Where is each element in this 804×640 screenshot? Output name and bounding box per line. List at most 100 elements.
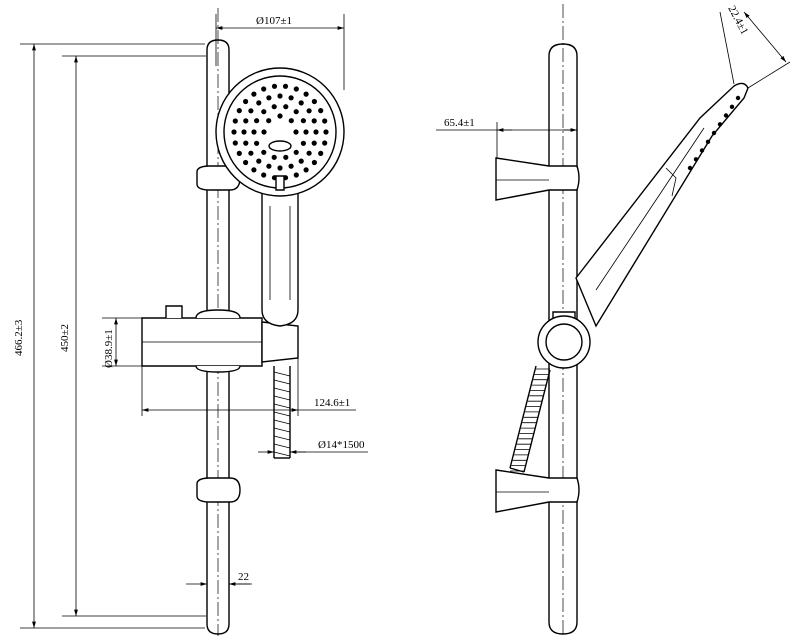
rail-diameter-label: 22 (238, 571, 249, 583)
nozzle-dot (277, 165, 283, 171)
nozzle-dot (254, 118, 260, 124)
nozzle-dot (256, 158, 262, 164)
nozzle-dot (271, 104, 277, 110)
side-upper-bracket (495, 157, 580, 201)
slider-collar-top (195, 309, 241, 319)
dim-total-height: 466.2±3 (13, 43, 205, 629)
spray-mode-button (275, 175, 285, 191)
side-slider-ring-inner (545, 323, 583, 361)
nozzle-dot (323, 129, 329, 135)
head-diameter-label: Ø107±1 (256, 15, 292, 27)
nozzle-dot (288, 95, 294, 101)
nozzle-dot (271, 83, 278, 89)
shower-head-outer (215, 67, 345, 197)
nozzle-dot (266, 163, 272, 169)
nozzle-dot (322, 118, 328, 124)
nozzle-dot (261, 172, 267, 178)
nozzle-dot (266, 118, 272, 124)
lower-wall-bracket (196, 477, 241, 503)
slider-release-button (165, 305, 183, 318)
dim-hose-spec: Ø14*1500 (258, 439, 368, 454)
nozzle-dot (243, 98, 249, 105)
nozzle-dot (313, 129, 319, 135)
nozzle-dot (303, 91, 309, 97)
nozzle-dot (271, 154, 277, 160)
dim-rail-diameter: 22 (186, 571, 252, 586)
nozzle-dot (282, 83, 289, 89)
nozzle-dot (261, 86, 267, 92)
head-thickness-label: 22.4±1 (725, 4, 750, 37)
side-shower-hose (509, 365, 551, 473)
holder-length-label: 124.6±1 (314, 397, 350, 409)
nozzle-dot (300, 140, 306, 146)
nozzle-dot (306, 150, 312, 156)
nozzle-dot (311, 159, 317, 166)
side-view: 65.4±1 22.4±1 (436, 4, 791, 636)
side-nozzle-dot (693, 157, 699, 162)
nozzle-dot (248, 150, 254, 156)
slide-offset-label: 65.4±1 (444, 117, 475, 129)
front-view: Ø107±1 466.2±3 450±2 Ø38.9±1 (13, 8, 368, 636)
nozzle-dot (251, 91, 257, 97)
side-handle-inner-line (595, 127, 705, 291)
side-nozzle-row (687, 95, 741, 171)
slider-collar-bottom (195, 365, 241, 373)
nozzle-dot (241, 129, 247, 135)
nozzle-dot (293, 149, 299, 155)
nozzle-dot (277, 113, 283, 119)
side-lower-bracket (495, 469, 580, 513)
nozzle-dot (277, 93, 283, 99)
nozzle-dot (232, 140, 238, 146)
dim-head-diameter: Ø107±1 (215, 14, 345, 90)
bracket-spacing-label: 450±2 (59, 324, 71, 352)
side-nozzle-dot (711, 130, 717, 136)
nozzle-dot (298, 100, 304, 106)
handset-cradle (261, 321, 299, 363)
nozzle-dot (288, 118, 294, 124)
hand-shower-handle (261, 185, 299, 327)
nozzle-dot (306, 108, 312, 114)
side-spray-button (665, 167, 677, 197)
nozzle-dot (303, 167, 309, 173)
side-sliding-rail (548, 43, 578, 635)
dim-head-thickness: 22.4±1 (719, 4, 791, 89)
nozzle-dot (251, 129, 257, 135)
nozzle-dot (251, 167, 257, 173)
nozzle-dot (300, 118, 306, 124)
nozzle-dot (293, 129, 299, 135)
side-nozzle-dot (723, 113, 729, 118)
nozzle-dot (243, 140, 249, 146)
dim-holder-diameter: Ø38.9±1 (102, 317, 142, 368)
hose-spec-label: Ø14*1500 (318, 439, 365, 451)
nozzle-dot (318, 108, 324, 114)
nozzle-dot (311, 140, 317, 146)
nozzle-dot (283, 154, 289, 160)
side-nozzle-dot (705, 139, 711, 144)
nozzle-dot (293, 172, 299, 178)
shower-head-logo (268, 140, 292, 152)
nozzle-dot (236, 150, 242, 156)
nozzle-dot (248, 108, 254, 114)
side-nozzle-dot (717, 122, 723, 127)
side-nozzle-dot (687, 165, 693, 171)
nozzle-dot (254, 140, 260, 146)
nozzle-dot (311, 98, 317, 105)
nozzle-dot (256, 100, 262, 106)
nozzle-dot (311, 118, 317, 124)
dim-bracket-spacing: 450±2 (59, 55, 206, 617)
side-nozzle-dot (729, 104, 735, 110)
nozzle-dot (266, 95, 272, 101)
nozzle-dot (261, 109, 267, 115)
holder-diameter-label: Ø38.9±1 (103, 329, 115, 368)
shower-hose (273, 366, 291, 459)
nozzle-dot (293, 86, 299, 92)
nozzle-dot (261, 129, 267, 135)
shower-head-nozzles (231, 83, 329, 181)
nozzle-dot (231, 129, 237, 135)
nozzle-dot (298, 158, 304, 164)
nozzle-dot (288, 163, 294, 169)
sliding-rail (206, 39, 230, 635)
nozzle-dot (322, 140, 328, 146)
nozzle-dot (303, 129, 309, 135)
nozzle-dot (293, 109, 299, 115)
